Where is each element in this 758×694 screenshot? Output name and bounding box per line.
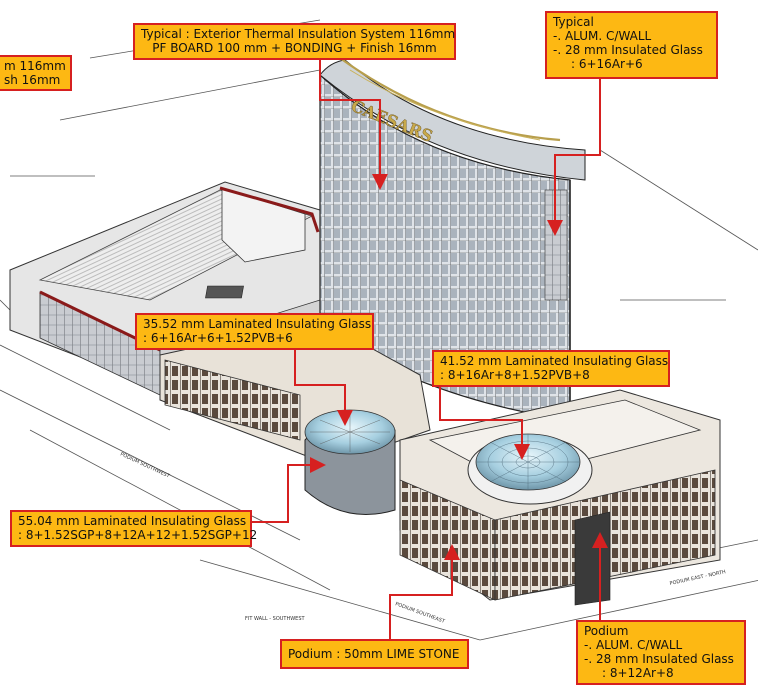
callout-line: -. ALUM. C/WALL [553, 29, 652, 43]
east-glass-dome [467, 433, 593, 505]
callout-line: PF BOARD 100 mm + BONDING + Finish 16mm [152, 41, 437, 55]
callout-laminated-glass-5504: 55.04 mm Laminated Insulating Glass : 8+… [10, 510, 258, 547]
street-label-3: PODIUM EAST - NORTH [669, 569, 726, 587]
callout-laminated-glass-4152: 41.52 mm Laminated Insulating Glass : 8+… [432, 350, 670, 387]
callout-line: : 8+1.52SGP+8+12A+12+1.52SGP+12 [18, 528, 258, 542]
callout-line: : 8+12Ar+8 [602, 666, 674, 680]
callout-line: : 8+16Ar+8+1.52PVB+8 [440, 368, 590, 382]
fit-wall-label: FIT WALL - SOUTHWEST [245, 616, 305, 622]
callout-line: : 6+16Ar+6+1.52PVB+6 [143, 331, 293, 345]
callout-line: 35.52 mm Laminated Insulating Glass [143, 317, 372, 331]
west-glass-dome [304, 409, 396, 515]
callout-typical-curtain-wall: Typical -. ALUM. C/WALL -. 28 mm Insulat… [545, 11, 718, 79]
callout-exterior-partial: m 116mm sh 16mm [0, 55, 72, 91]
hotel-tower: CAESARS [319, 57, 586, 421]
callout-line: 41.52 mm Laminated Insulating Glass [440, 354, 669, 368]
callout-leaders [232, 60, 608, 639]
callout-line: Typical [553, 15, 594, 29]
street-label-2: PODIUM SOUTHEAST [394, 601, 446, 625]
street-label-1: PODIUM SOUTHWEST [119, 451, 171, 480]
callout-line: -. ALUM. C/WALL [584, 638, 683, 652]
callout-exterior-thermal-insulation: Typical : Exterior Thermal Insulation Sy… [133, 23, 456, 60]
callout-line: 55.04 mm Laminated Insulating Glass [18, 514, 247, 528]
callout-line: -. 28 mm Insulated Glass [584, 652, 734, 666]
callout-line: : 6+16Ar+6 [571, 57, 643, 71]
callout-line: m 116mm [4, 59, 66, 73]
callout-podium-curtain-wall: Podium -. ALUM. C/WALL -. 28 mm Insulate… [576, 620, 746, 685]
callout-line: Podium : 50mm LIME STONE [288, 647, 460, 661]
callout-line: Typical : Exterior Thermal Insulation Sy… [141, 27, 456, 41]
callout-line: -. 28 mm Insulated Glass [553, 43, 703, 57]
callout-podium-lime-stone: Podium : 50mm LIME STONE [280, 639, 469, 669]
callout-laminated-glass-3552: 35.52 mm Laminated Insulating Glass : 6+… [135, 313, 374, 350]
callout-line: sh 16mm [4, 73, 61, 87]
callout-line: Podium [584, 624, 629, 638]
